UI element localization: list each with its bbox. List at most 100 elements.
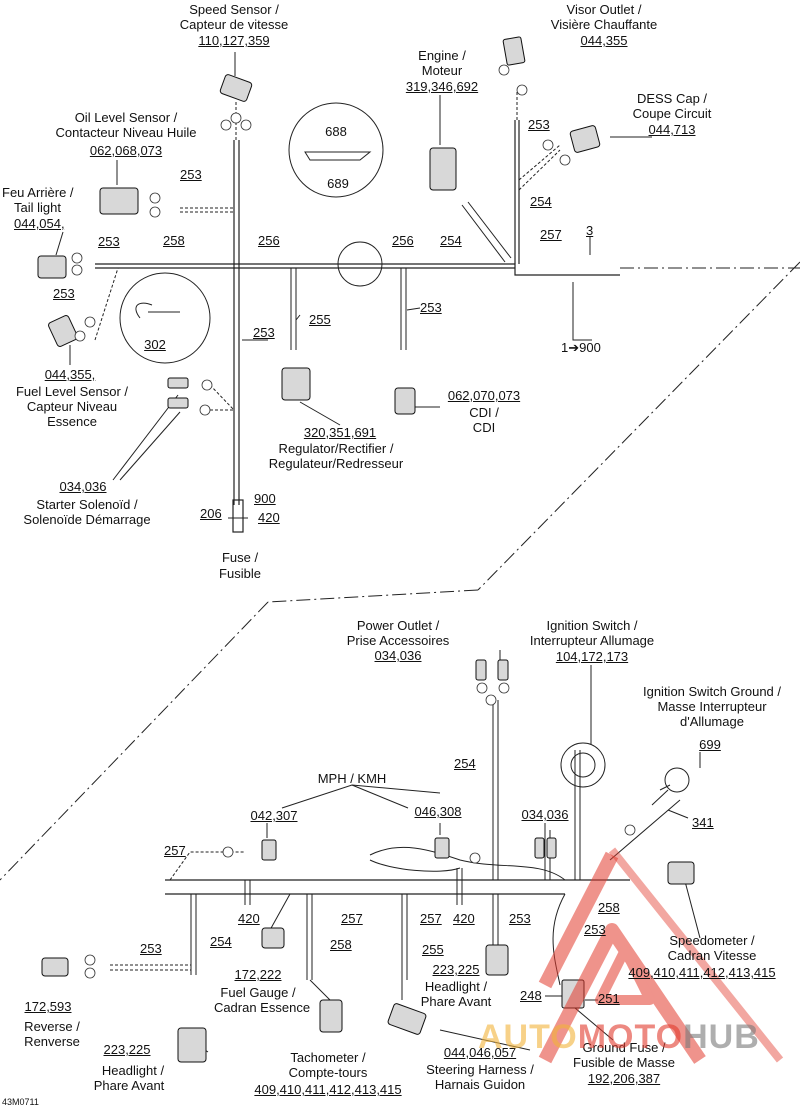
fuel-level-label: Fuel Level Sensor / <box>15 384 129 399</box>
ignition-switch-label-fr: Interrupteur Allumage <box>529 633 655 648</box>
tail-light-refs: 044,054, <box>14 216 65 231</box>
wire-253-a: 253 <box>180 167 202 182</box>
wire-254-d: 254 <box>210 934 232 949</box>
mph-kmh-label: MPH / KMH <box>317 771 387 786</box>
wire-257-a: 257 <box>540 227 562 242</box>
detail-circle-splice <box>337 241 383 287</box>
fuel-level-label-fr2: Essence <box>47 414 97 429</box>
wire-900: 900 <box>254 491 276 506</box>
ignition-ground-label-fr: Masse Interrupteur <box>657 699 767 714</box>
reverse-label: Reverse / <box>24 1019 80 1034</box>
headlight-left-label: Headlight / <box>101 1063 165 1078</box>
headlight-left-connector <box>177 1027 207 1063</box>
oil-level-refs: 062,068,073 <box>89 143 163 158</box>
speedometer-connector <box>667 861 695 885</box>
ground-fuse-refs: 192,206,387 <box>587 1071 661 1086</box>
wire-257-b: 257 <box>164 843 186 858</box>
detail-688-label: 688 <box>325 124 347 139</box>
power-outlet-connector-a <box>475 659 487 681</box>
steering-harness-refs: 044,046,057 <box>443 1045 517 1060</box>
oil-level-label: Oil Level Sensor / <box>74 110 178 125</box>
headlight-left-label-fr: Phare Avant <box>93 1078 165 1093</box>
wire-253-e: 253 <box>420 300 442 315</box>
ignition-switch-body <box>560 742 606 788</box>
engine-label: Engine / <box>418 48 466 63</box>
detail-circle-688 <box>288 102 384 198</box>
fuel-gauge-label-fr: Cadran Essence <box>213 1000 311 1015</box>
regulator-label: Regulator/Rectifier / <box>278 441 394 456</box>
fuel-level-refs: 044,355, <box>44 367 96 382</box>
wire-255-a: 255 <box>309 312 331 327</box>
power-outlet-connector-b <box>497 659 509 681</box>
tachometer-refs: 409,410,411,412,413,415 <box>254 1082 402 1097</box>
steering-harness-label: Steering Harness / <box>426 1062 534 1077</box>
headlight-mid-refs: 223,225 <box>432 962 480 977</box>
speedometer-label-fr: Cadran Vitesse <box>667 948 757 963</box>
wire-256-a: 256 <box>258 233 280 248</box>
ground-fuse-label-fr: Fusible de Masse <box>573 1055 675 1070</box>
ground-fuse-label: Ground Fuse / <box>582 1040 666 1055</box>
steering-harness-label-fr: Harnais Guidon <box>434 1077 526 1092</box>
connector-034-a <box>534 837 545 859</box>
starter-solenoid-label-fr: Solenoïde Démarrage <box>23 512 151 527</box>
wire-254-b: 254 <box>440 233 462 248</box>
tachometer-label: Tachometer / <box>290 1050 366 1065</box>
fuel-level-connector <box>48 315 78 347</box>
tail-light-label: Feu Arrière / <box>2 185 74 200</box>
fuel-level-label-fr: Capteur Niveau <box>26 399 118 414</box>
reverse-connector <box>41 957 69 977</box>
watermark-logo: AUTOMOTOHUB <box>478 1018 760 1057</box>
headlight-mid-label: Headlight / <box>424 979 488 994</box>
headlight-mid-connector <box>485 944 509 976</box>
starter-solenoid-connector-a <box>167 377 189 389</box>
ignition-ground-refs: 699 <box>699 737 721 752</box>
wire-420-b: 420 <box>238 911 260 926</box>
watermark-auto: AUTO <box>478 1018 578 1056</box>
speedometer-label: Speedometer / <box>669 933 755 948</box>
divider-diagonal-right <box>477 261 800 591</box>
headlight-left-refs: 223,225 <box>103 1042 151 1057</box>
speed-sensor-label: Speed Sensor / <box>189 2 279 17</box>
visor-outlet-refs: 044,355 <box>580 33 628 48</box>
speed-sensor-label-fr: Capteur de vitesse <box>179 17 289 32</box>
power-outlet-refs: 034,036 <box>374 648 422 663</box>
oil-sensor-connector <box>99 187 139 215</box>
cdi-connector <box>394 387 416 415</box>
wire-255-b: 255 <box>422 942 444 957</box>
speed-sensor-connector <box>219 74 253 102</box>
wire-258-c: 258 <box>330 937 352 952</box>
starter-solenoid-refs: 034,036 <box>59 479 107 494</box>
wire-420: 420 <box>258 510 280 525</box>
detail-689-label: 689 <box>327 176 349 191</box>
dess-cap-refs: 044,713 <box>648 122 696 137</box>
reverse-refs: 172,593 <box>24 999 72 1014</box>
detail-circle-302 <box>119 272 211 364</box>
speedometer-refs: 409,410,411,412,413,415 <box>628 965 776 980</box>
ignition-ground-label-fr2: d'Allumage <box>680 714 744 729</box>
wire-253-j: 253 <box>140 941 162 956</box>
wire-253-b: 253 <box>528 117 550 132</box>
starter-solenoid-connector-b <box>167 397 189 409</box>
wire-253-d: 253 <box>53 286 75 301</box>
tachometer-label-fr: Compte-tours <box>288 1065 368 1080</box>
wire-254-c: 254 <box>454 756 476 771</box>
connector-034-b <box>546 837 557 859</box>
engine-refs: 319,346,692 <box>405 79 479 94</box>
engine-label-fr: Moteur <box>421 63 463 78</box>
wire-253-f: 253 <box>253 325 275 340</box>
tail-light-connector <box>37 255 67 279</box>
mph-refs-b: 046,308 <box>414 804 462 819</box>
detail-302-label: 302 <box>144 337 166 352</box>
tachometer-connector <box>319 999 343 1033</box>
power-outlet-label-fr: Prise Accessoires <box>346 633 450 648</box>
wire-257-c: 257 <box>341 911 363 926</box>
wire-257-d: 257 <box>420 911 442 926</box>
regulator-refs: 320,351,691 <box>303 425 377 440</box>
ignition-ground-label: Ignition Switch Ground / <box>642 684 782 699</box>
dess-cap-label-fr: Coupe Circuit <box>632 106 712 121</box>
engine-connector <box>429 147 457 191</box>
fuse-label-fr: Fusible <box>219 566 261 581</box>
fuse-label: Fuse / <box>221 550 259 565</box>
visor-outlet-label-fr: Visière Chauffante <box>550 17 658 32</box>
